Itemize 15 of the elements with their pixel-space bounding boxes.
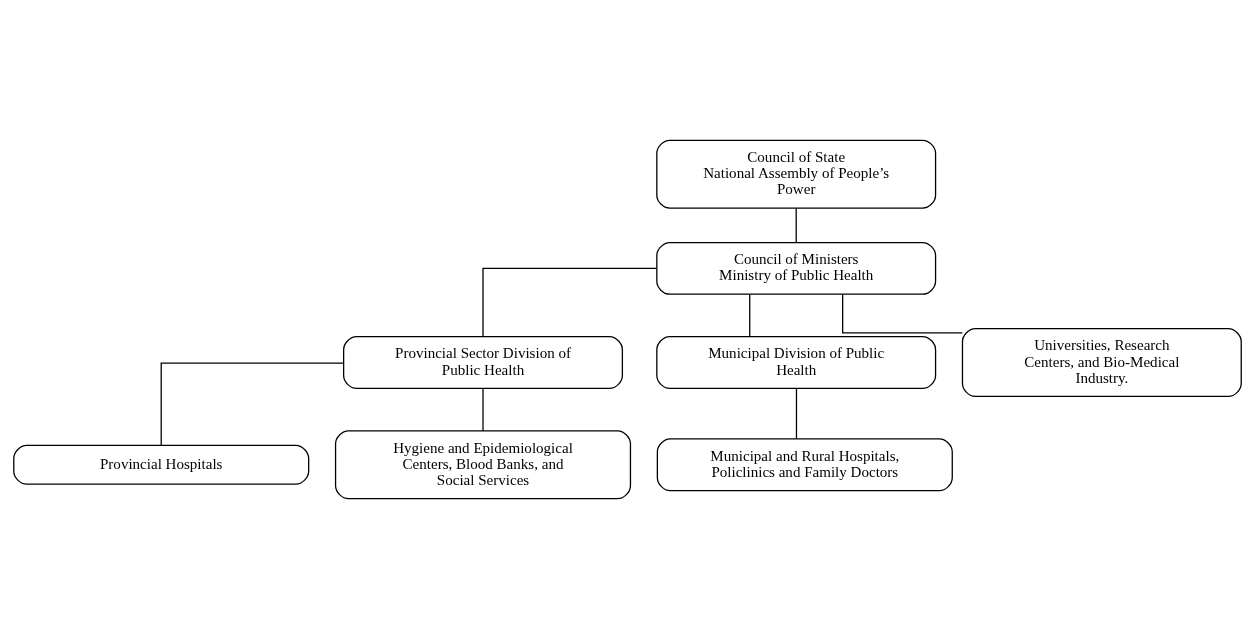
connector [749,293,751,337]
connector [160,361,344,446]
connector [795,207,797,243]
connector [795,387,798,440]
node-box: Hygiene and Epidemiological Centers, Blood Banks, and Social Services [334,429,632,499]
connector [482,387,484,431]
node-box: Municipal and Rural Hospitals, Policlinics and Family Doctors [656,437,953,491]
node-box: Council of Ministers Ministry of Public Health [656,241,937,295]
node-box: Provincial Sector Division of Public Health [343,335,624,389]
node-box: Municipal Division of Public Health [656,335,937,389]
node-box: Provincial Hospitals [13,444,310,485]
connector [482,267,658,337]
node-box: Universities, Research Centers, and Bio-Medical Industry. [961,327,1242,397]
connector [842,293,964,334]
node-box: Council of State National Assembly of People’s Power [656,139,937,209]
